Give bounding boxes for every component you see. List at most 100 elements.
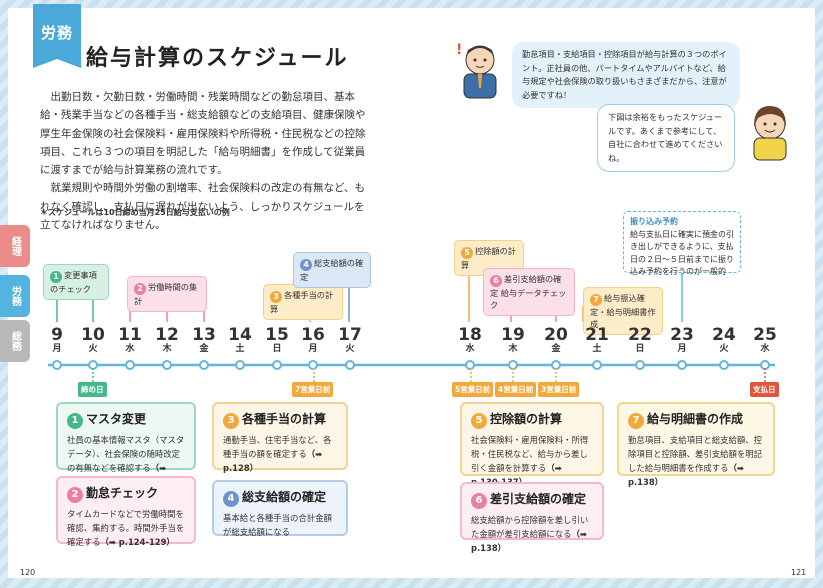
timeline-dot (308, 360, 318, 370)
tag-5-days-before: 5営業日前 (452, 382, 494, 397)
page-ref-link[interactable]: （➡ p.128） (223, 449, 323, 473)
weekday-label: 月 (308, 344, 318, 354)
weekday-label: 土 (592, 344, 602, 354)
intro-paragraph-1: 出勤日数・欠勤日数・労働時間・残業時間などの勤怠項目、基本給・残業手当などの各種… (40, 91, 366, 177)
tag-3-days-before: 3営業日前 (538, 382, 580, 397)
side-tab-label: 労務 (9, 286, 21, 306)
day-number: 20 (544, 325, 568, 345)
card-title: 給与明細書の作成 (647, 412, 744, 426)
step-number: 3 (270, 291, 282, 303)
side-tab-romu[interactable]: 労務 (0, 275, 30, 317)
step-number: 4 (300, 259, 312, 271)
day-number: 15 (265, 325, 289, 345)
furikomi-text: 給与支払日に確実に預金の引き出しができるように、支払日の２日～５日前までに振り込… (630, 229, 734, 277)
weekday-label: 月 (52, 344, 62, 354)
step-number: 3 (223, 413, 239, 429)
weekday-label: 水 (125, 344, 135, 354)
day-number: 11 (118, 325, 142, 345)
timeline-dot (760, 360, 770, 370)
page-number-left: 120 (20, 568, 36, 577)
svg-text:!: ! (456, 42, 462, 58)
page-title: 給与計算のスケジュール (86, 46, 349, 71)
step-number: 2 (134, 283, 146, 295)
side-tab-somu[interactable]: 総務 (0, 320, 30, 362)
weekday-label: 金 (551, 344, 561, 354)
timeline-dot (199, 360, 209, 370)
weekday-label: 日 (272, 344, 282, 354)
businessman-illustration: ! (456, 42, 497, 99)
step-number: 2 (67, 487, 83, 503)
card-text: 総支給額から控除額を差し引いた金額が差引支給額になる (471, 515, 589, 539)
schedule-note: ＊スケジュールは10日締め当月25日給与支払いの例 (40, 208, 230, 217)
card-text: タイムカードなどで労働時間を確認、集約する。時間外手当を確定する (67, 509, 185, 547)
timeline-dot (88, 360, 98, 370)
woman-illustration (753, 106, 787, 161)
intro-paragraph-2: 就業規則や時間外労働の割増率、社会保険料の改定の有無など、もれなく確認し、支払日… (40, 182, 365, 232)
timeline-dot (719, 360, 729, 370)
step-number: 1 (50, 271, 62, 283)
step-number: 5 (471, 413, 487, 429)
day-number: 19 (501, 325, 525, 345)
timeline-dot (272, 360, 282, 370)
day-number: 9 (51, 325, 63, 345)
callout-text: 労働時間の集計 (134, 282, 198, 306)
timeline-dot (592, 360, 602, 370)
callout-text: 控除額の計算 (461, 246, 516, 270)
card-text: 通勤手当、住宅手当など、各種手当の額を確定する (223, 435, 332, 459)
step-number: 5 (461, 247, 473, 259)
page-ref-link[interactable]: （➡ p.124-129） (100, 537, 175, 547)
step-number: 7 (590, 294, 602, 306)
callout-text: 差引支給額の確定 給与データチェック (490, 274, 567, 310)
weekday-label: 火 (88, 344, 98, 354)
weekday-label: 月 (677, 344, 687, 354)
side-tab-label: 経理 (9, 236, 21, 256)
card-title: 総支給額の確定 (242, 490, 327, 504)
tag-4-days-before: 4営業日前 (495, 382, 537, 397)
step-number: 6 (471, 493, 487, 509)
timeline-dot (635, 360, 645, 370)
page-ref-link[interactable]: （➡ p.138） (471, 529, 587, 553)
timeline-dot (125, 360, 135, 370)
weekday-label: 土 (235, 344, 245, 354)
day-number: 21 (585, 325, 609, 345)
card-title: 勤怠チェック (86, 486, 159, 500)
side-tab-keiri[interactable]: 経理 (0, 225, 30, 267)
card-title: 控除額の計算 (490, 412, 563, 426)
day-number: 23 (670, 325, 694, 345)
day-number: 14 (228, 325, 252, 345)
weekday-label: 木 (508, 344, 518, 354)
step-number: 7 (628, 413, 644, 429)
page-ref-link[interactable]: （➡ p.138） (628, 463, 744, 487)
category-badge: 労務 (33, 4, 81, 68)
intro-text: 出勤日数・欠勤日数・労働時間・残業時間などの勤怠項目、基本給・残業手当などの各種… (40, 88, 370, 234)
day-number: 10 (81, 325, 105, 345)
timeline-dot (162, 360, 172, 370)
timeline-dot (551, 360, 561, 370)
callout-text: 給与振込確定・給与明細書作成 (590, 293, 656, 329)
weekday-label: 金 (199, 344, 209, 354)
day-number: 16 (301, 325, 325, 345)
category-label: 労務 (40, 23, 73, 42)
card-text: 社員の基本情報マスタ（マスタデータ）、社会保険の随時改定の有無などを確認する (67, 435, 185, 473)
card-title: マスタ変更 (86, 412, 147, 426)
card-title: 各種手当の計算 (242, 412, 327, 426)
weekday-label: 日 (635, 344, 645, 354)
card-text: 基本給と各種手当の合計金額が総支給額になる (223, 513, 332, 537)
day-number: 24 (712, 325, 736, 345)
